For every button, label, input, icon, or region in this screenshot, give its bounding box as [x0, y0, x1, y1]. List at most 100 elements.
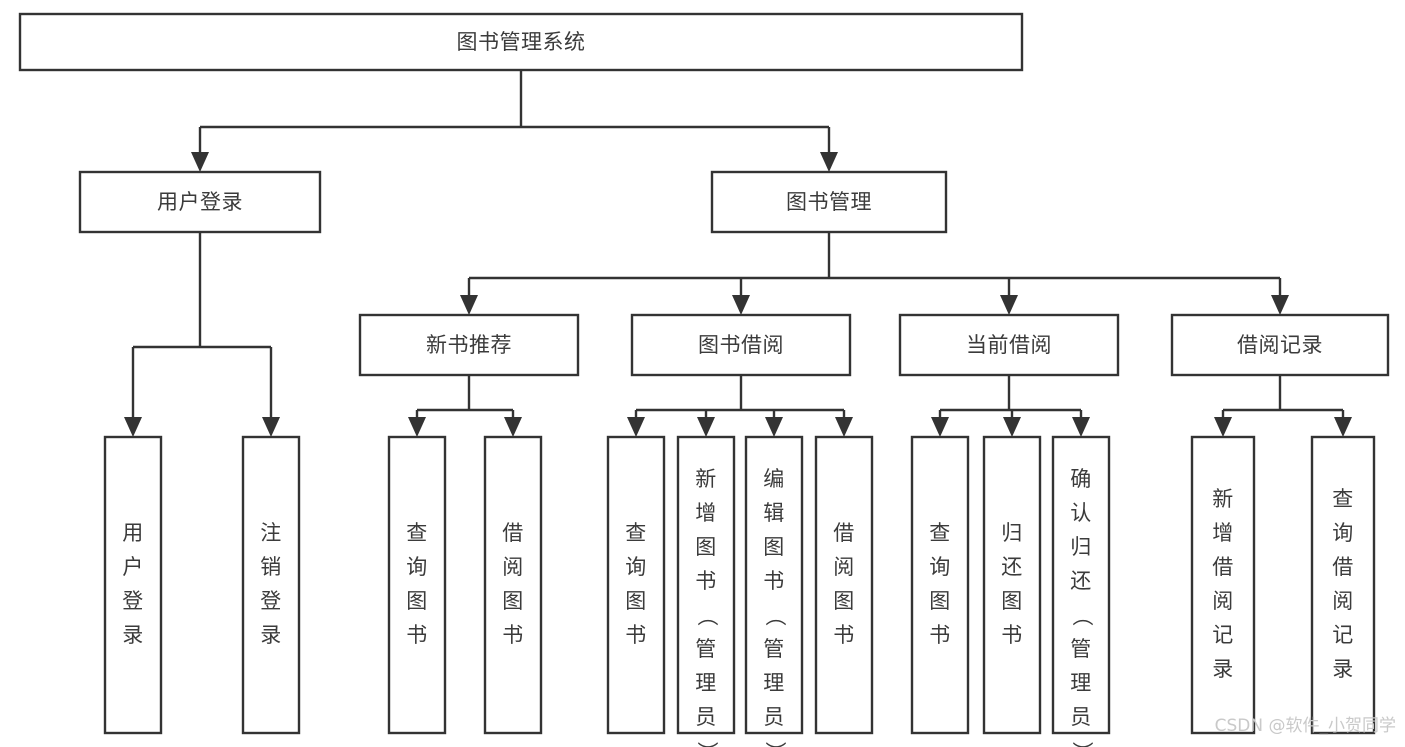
node-borrow-record[interactable]: 借阅记录	[1170, 313, 1390, 377]
node-label-char: 新	[1212, 487, 1234, 511]
node-label-char: 图	[833, 589, 855, 613]
arrow-head-icon	[931, 417, 949, 437]
node-label-char: 查	[929, 521, 951, 545]
arrow-head-icon	[1214, 417, 1232, 437]
arrow-head-icon	[460, 295, 478, 315]
arrow-head-icon	[1072, 417, 1090, 437]
node-box	[982, 435, 1042, 735]
node-book-management[interactable]: 图书管理	[710, 170, 948, 234]
node-label-char: （	[1070, 605, 1094, 627]
node-label-char: 新	[695, 467, 717, 491]
node-label-char: 阅	[502, 555, 524, 579]
node-label-char: 书	[625, 623, 647, 647]
node-label-char: 员	[695, 705, 717, 729]
node-box	[1051, 435, 1111, 735]
node-label: 图书管理系统	[457, 30, 586, 54]
arrow-head-icon	[697, 417, 715, 437]
node-label-char: 登	[122, 589, 144, 613]
watermark-layer: CSDN @软件_小贺同学	[1215, 716, 1396, 736]
node-root[interactable]: 图书管理系统	[18, 12, 1024, 72]
arrow-head-icon	[732, 295, 750, 315]
node-label-char: 归	[1001, 521, 1023, 545]
node-leaf-user-login[interactable]: 用户登录	[103, 435, 163, 735]
node-label-char: 管	[1070, 637, 1092, 661]
node-box	[387, 435, 447, 735]
node-book-borrow[interactable]: 图书借阅	[630, 313, 852, 377]
node-label: 当前借阅	[966, 333, 1052, 357]
node-label: 用户登录	[157, 190, 243, 214]
node-label-char: 询	[1332, 521, 1354, 545]
node-label-char: 户	[122, 555, 144, 579]
node-label-char: 录	[122, 623, 144, 647]
node-current-borrow[interactable]: 当前借阅	[898, 313, 1120, 377]
node-label-char: 书	[929, 623, 951, 647]
node-label-char: 编	[763, 467, 785, 491]
node-label-char: 注	[260, 521, 282, 545]
node-box	[710, 170, 948, 234]
arrow-head-icon	[835, 417, 853, 437]
node-label-char: 增	[1212, 521, 1234, 545]
node-label-char: 书	[1001, 623, 1023, 647]
arrow-head-icon	[627, 417, 645, 437]
node-label-char: 还	[1070, 569, 1092, 593]
node-label-char: 销	[260, 555, 282, 579]
node-label-char: 登	[260, 589, 282, 613]
node-new-book-recommend[interactable]: 新书推荐	[358, 313, 580, 377]
node-label-char: 询	[406, 555, 428, 579]
arrow-head-icon	[504, 417, 522, 437]
node-box	[676, 435, 736, 735]
node-label-char: 用	[122, 521, 144, 545]
node-label-char: 图	[502, 589, 524, 613]
node-user-login[interactable]: 用户登录	[78, 170, 322, 234]
node-label-char: 确	[1070, 467, 1092, 491]
edge-group-current-borrow	[931, 375, 1090, 437]
node-box	[241, 435, 301, 735]
node-label-char: 辑	[763, 501, 785, 525]
edge-group-borrow-record	[1214, 375, 1352, 437]
node-box	[358, 313, 580, 377]
arrow-head-icon	[1000, 295, 1018, 315]
node-box	[814, 435, 874, 735]
node-label-char: 查	[1332, 487, 1354, 511]
node-label-char: 记	[1332, 623, 1354, 647]
node-label-char: 书	[763, 569, 785, 593]
csdn-watermark: CSDN @软件_小贺同学	[1215, 716, 1396, 736]
edge-group-user-login	[124, 232, 280, 437]
node-box	[483, 435, 543, 735]
node-label-char: 询	[929, 555, 951, 579]
node-label-char: 图	[763, 535, 785, 559]
node-label-char: ）	[695, 741, 719, 747]
edge-group-book-management	[460, 232, 1289, 315]
node-label: 图书借阅	[698, 333, 784, 357]
node-label-char: 书	[406, 623, 428, 647]
arrow-head-icon	[191, 152, 209, 172]
node-label-char: 认	[1070, 501, 1092, 525]
node-label-char: 录	[260, 623, 282, 647]
node-label-char: 书	[833, 623, 855, 647]
edge-group-book-borrow	[627, 375, 853, 437]
node-label-char: 查	[406, 521, 428, 545]
node-box	[1170, 313, 1390, 377]
node-label-char: 理	[763, 671, 785, 695]
node-label-char: 图	[695, 535, 717, 559]
node-box	[1190, 435, 1256, 735]
node-box	[630, 313, 852, 377]
node-label-char: 管	[763, 637, 785, 661]
node-box	[18, 12, 1024, 72]
node-label-char: （	[763, 605, 787, 627]
node-label-char: 阅	[1332, 589, 1354, 613]
